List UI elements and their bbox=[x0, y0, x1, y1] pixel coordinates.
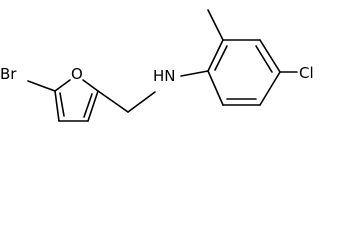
bond-c1-c2a-double bbox=[214, 45, 228, 71]
atom-label-br: Br bbox=[0, 65, 17, 83]
atom-label-cl: Cl bbox=[299, 64, 314, 82]
atom-label-o: O bbox=[71, 65, 83, 83]
molecule-drawing: Br O HN Cl bbox=[0, 9, 314, 122]
bond-c2-c3-double bbox=[83, 93, 93, 118]
bond-c2-ch2 bbox=[97, 90, 129, 113]
bond-ch2-n bbox=[127, 91, 156, 113]
bond-o-c2 bbox=[82, 79, 99, 92]
structure-diagram: Br O HN Cl bbox=[0, 9, 314, 122]
bond-br-c5 bbox=[27, 80, 56, 92]
bond-c4-c5-double bbox=[59, 92, 65, 117]
bond-c1-c2a bbox=[207, 39, 224, 72]
bond-c5-o bbox=[54, 79, 71, 92]
bond-c3a-c4a bbox=[259, 39, 281, 73]
bond-c4-c5 bbox=[54, 90, 60, 122]
bond-methyl bbox=[207, 9, 224, 41]
bond-c3a-c4a-double bbox=[255, 45, 273, 73]
bond-c2-c3 bbox=[87, 90, 99, 122]
bond-c6a-c1 bbox=[207, 70, 224, 106]
bond-n-c1 bbox=[180, 70, 209, 77]
atom-label-nh: HN bbox=[153, 67, 176, 85]
bond-c4a-c5a bbox=[259, 71, 281, 106]
